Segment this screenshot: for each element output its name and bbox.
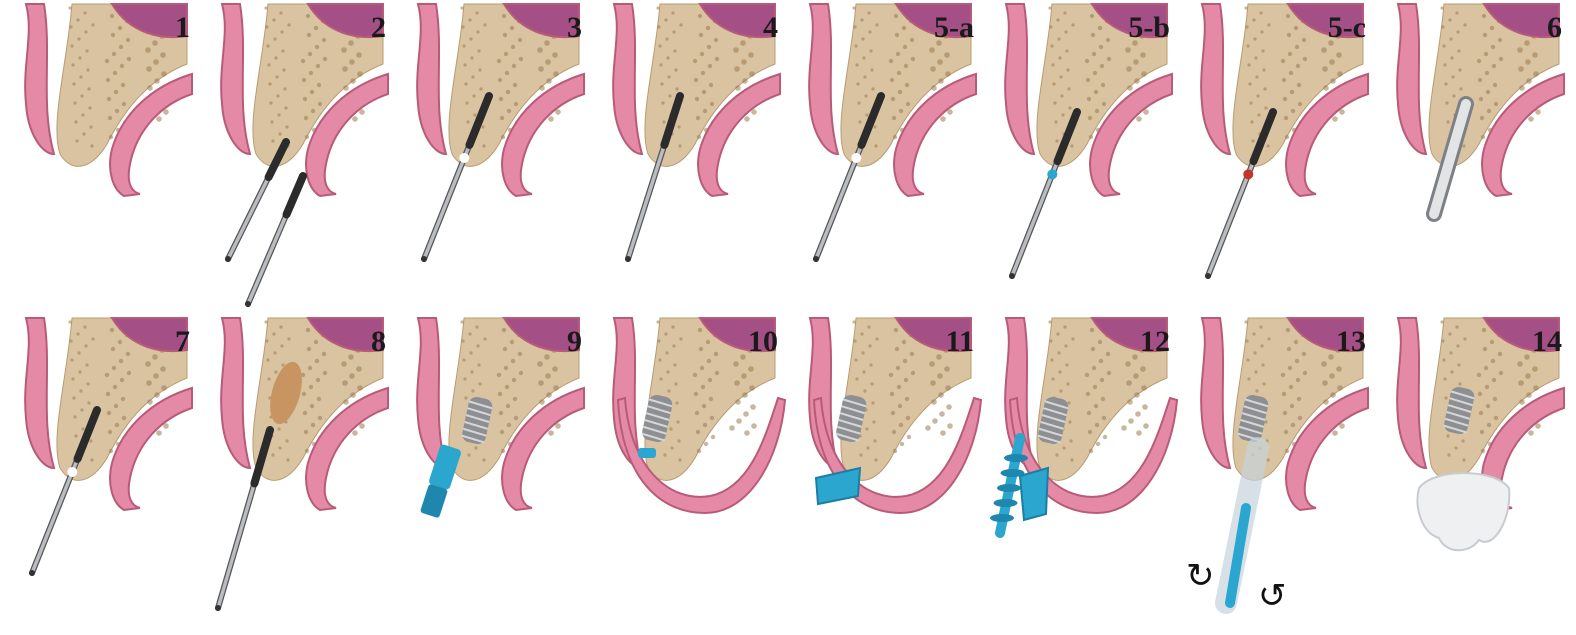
step-number: 2 — [371, 10, 386, 46]
healing-abutment — [816, 468, 860, 504]
step-number: 4 — [763, 10, 778, 46]
step-number: 1 — [175, 10, 190, 46]
step-6: 6 — [1384, 4, 1574, 309]
step-7: 7 — [12, 318, 202, 623]
step-12: 12 — [992, 318, 1182, 623]
gum-left — [221, 318, 250, 468]
guide-pin — [245, 176, 303, 307]
gum-left — [1397, 318, 1426, 468]
crown — [1418, 473, 1510, 550]
step-illustration — [208, 318, 398, 623]
step-5-b: 5-b — [992, 4, 1182, 309]
step-number: 10 — [748, 324, 778, 360]
screwdriver — [1226, 448, 1258, 603]
step-8: 8 — [208, 318, 398, 623]
step-number: 5-a — [934, 10, 974, 46]
gum-left — [1201, 318, 1230, 468]
step-number: 8 — [371, 324, 386, 360]
gum-left — [1397, 4, 1426, 154]
step-illustration — [796, 318, 986, 623]
step-illustration — [1384, 4, 1574, 309]
step-number: 12 — [1140, 324, 1170, 360]
gum-left — [25, 4, 54, 154]
step-illustration — [992, 4, 1182, 309]
step-illustration — [992, 318, 1182, 623]
step-2: 2 — [208, 4, 398, 309]
step-number: 11 — [946, 324, 974, 360]
step-1: 1 — [12, 4, 202, 309]
step-number: 13 — [1336, 324, 1366, 360]
step-3: 3 — [404, 4, 594, 309]
gum-left — [417, 4, 446, 154]
step-number: 5-b — [1128, 10, 1170, 46]
gum-left — [25, 318, 54, 468]
gum-left — [613, 4, 642, 154]
step-number: 7 — [175, 324, 190, 360]
step-13: 13 ↻ ↺ — [1188, 318, 1378, 623]
step-number: 5-c — [1328, 10, 1366, 46]
step-11: 11 — [796, 318, 986, 623]
step-5-a: 5-a — [796, 4, 986, 309]
step-illustration — [1384, 318, 1574, 623]
step-illustration — [208, 4, 398, 309]
step-number: 14 — [1532, 324, 1562, 360]
step-illustration — [600, 318, 790, 623]
step-illustration — [600, 4, 790, 309]
step-number: 6 — [1547, 10, 1562, 46]
step-illustration — [12, 318, 202, 623]
step-number: 9 — [567, 324, 582, 360]
gum-left — [809, 4, 838, 154]
step-number: 3 — [567, 10, 582, 46]
gum-left — [1005, 4, 1034, 154]
cover-screw — [638, 448, 656, 458]
step-illustration — [1188, 4, 1378, 309]
step-10: 10 — [600, 318, 790, 623]
rotate-counterclockwise-icon: ↺ — [1258, 576, 1287, 616]
step-illustration — [404, 318, 594, 623]
step-illustration — [796, 4, 986, 309]
step-5-c: 5-c — [1188, 4, 1378, 309]
gum-left — [221, 4, 250, 154]
step-9: 9 — [404, 318, 594, 623]
step-illustration — [404, 4, 594, 309]
step-illustration — [12, 4, 202, 309]
step-4: 4 — [600, 4, 790, 309]
rotate-clockwise-icon: ↻ — [1186, 556, 1215, 596]
step-14: 14 — [1384, 318, 1574, 623]
blue-mount — [420, 444, 462, 519]
abutment-straight — [1020, 468, 1048, 520]
gum-left — [1201, 4, 1230, 154]
